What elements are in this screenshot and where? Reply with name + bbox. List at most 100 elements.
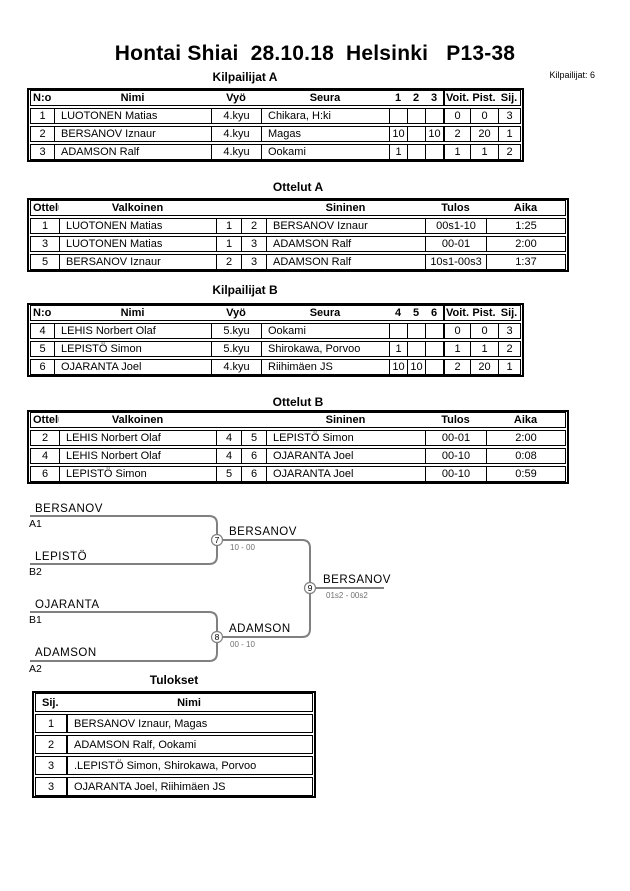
table-row: 1 BERSANOV Iznaur, Magas [35, 714, 313, 733]
table-cell: 0 [470, 109, 498, 123]
bracket-match-number-9: 9 [307, 583, 313, 593]
column-header: Voit. [443, 306, 470, 320]
column-header: Sij. [500, 92, 518, 104]
column-header: Tulos [441, 202, 470, 214]
bracket-match-number-7: 7 [214, 535, 220, 545]
table-header-row: N:o Nimi Vyö Seura 4 5 6 Voit. Pist. Sij… [30, 305, 521, 321]
section-title-ottelut-a: Ottelut A [272, 180, 324, 194]
column-header: N:o [33, 307, 52, 319]
table-cell: 00s1-10 [425, 219, 486, 233]
table-row: 3.LEPISTÖ Simon, Shirokawa, Porvoo [35, 756, 313, 775]
column-header: N:o [33, 92, 52, 104]
table-cell: 3 [39, 146, 46, 158]
column-header: Nimi [120, 92, 145, 104]
column-header: Sij. [500, 307, 518, 319]
table-cell: LUOTONEN Matias [59, 237, 216, 251]
table-cell [407, 109, 425, 123]
section-title-kilpailijat-b: Kilpailijat B [212, 283, 278, 297]
table-cell: 4.kyu [211, 109, 261, 123]
column-header: Seura [309, 92, 341, 104]
bracket-player-ojaranta: OJARANTA [35, 599, 100, 611]
table-cell: 00-10 [425, 449, 486, 463]
bracket-seed-b2: B2 [29, 566, 42, 578]
bracket-match-number-8: 8 [214, 632, 220, 642]
column-header: Ottelu [33, 414, 59, 426]
table-kilpailijat-a: N:o Nimi Vyö Seura 1 2 3 Voit. Pist. Sij… [27, 88, 524, 162]
table-cell: 00-01 [425, 237, 486, 251]
table-cell: 10s1-00s3 [425, 255, 486, 269]
table-cell: 3 [498, 324, 520, 338]
table-cell: Ookami [261, 145, 389, 159]
table-cell: BERSANOV Iznaur [59, 255, 216, 269]
table-cell: 0 [470, 324, 498, 338]
section-title-tulokset: Tulokset [149, 673, 199, 687]
table-kilpailijat-b: N:o Nimi Vyö Seura 4 5 6 Voit. Pist. Sij… [27, 303, 524, 377]
table-cell: 2 [498, 342, 520, 356]
table-cell: 4.kyu [211, 360, 261, 374]
table-cell: OJARANTA Joel [266, 467, 425, 481]
column-header: Voit. [443, 91, 470, 105]
bracket-seed-a1: A1 [29, 518, 42, 530]
table-cell: 5.kyu [211, 324, 261, 338]
table-cell: 1 [443, 145, 470, 159]
table-cell: 20 [470, 360, 498, 374]
table-cell: Chikara, H:ki [261, 109, 389, 123]
table-cell: 1:25 [486, 219, 565, 233]
table-cell: 2:00 [486, 431, 565, 445]
table-cell: 1 [443, 342, 470, 356]
table-cell: 1 [389, 145, 407, 159]
table-cell: 1 [389, 342, 407, 356]
table-cell: ADAMSON Ralf [266, 237, 425, 251]
column-header: Aika [513, 202, 538, 214]
table-cell: .LEPISTÖ Simon, Shirokawa, Porvoo [66, 757, 312, 774]
table-cell: 1 [47, 717, 55, 730]
table-cell: 10 [389, 360, 407, 374]
column-header: Sininen [325, 414, 366, 426]
table-cell [425, 145, 443, 159]
column-header: Valkoinen [111, 202, 164, 214]
table-cell: 4 [216, 431, 241, 445]
table-cell: 3 [241, 255, 266, 269]
table-cell: OJARANTA Joel [266, 449, 425, 463]
table-cell: 10 [425, 127, 443, 141]
table-cell: 2 [443, 127, 470, 141]
table-cell: 1 [39, 110, 46, 122]
bracket-winner-semifinal1: BERSANOV [229, 526, 297, 538]
table-cell: ADAMSON Ralf [54, 145, 211, 159]
table-cell: Ookami [261, 324, 389, 338]
table-cell [407, 342, 425, 356]
table-cell: BERSANOV Iznaur [54, 127, 211, 141]
column-header: Tulos [441, 414, 470, 426]
bracket-score-semifinal1: 10 - 00 [230, 543, 255, 552]
column-header: 2 [412, 92, 420, 104]
page-title: Hontai Shiai 28.10.18 Helsinki P13-38 [114, 42, 516, 65]
column-header: 6 [430, 307, 438, 319]
table-cell: 3 [498, 109, 520, 123]
competitors-count: Kilpailijat: 6 [549, 70, 595, 80]
table-cell: 4 [39, 325, 46, 337]
column-header: Vyö [226, 307, 246, 319]
table-cell: 3 [47, 780, 55, 793]
table-cell: 2 [216, 255, 241, 269]
table-cell: LEPISTÖ Simon [59, 467, 216, 481]
table-cell: 2 [498, 145, 520, 159]
table-cell [425, 342, 443, 356]
table-cell: LEHIS Norbert Olaf [59, 431, 216, 445]
table-cell: 5 [41, 256, 49, 268]
table-cell: 0:08 [486, 449, 565, 463]
table-cell: 6 [39, 361, 46, 373]
table-cell: 10 [407, 360, 425, 374]
table-cell [407, 324, 425, 338]
bracket-player-bersanov: BERSANOV [35, 503, 103, 515]
table-cell: BERSANOV Iznaur, Magas [66, 715, 312, 732]
table-cell: ADAMSON Ralf, Ookami [66, 736, 312, 753]
bracket-winner-semifinal2: ADAMSON [229, 623, 291, 635]
